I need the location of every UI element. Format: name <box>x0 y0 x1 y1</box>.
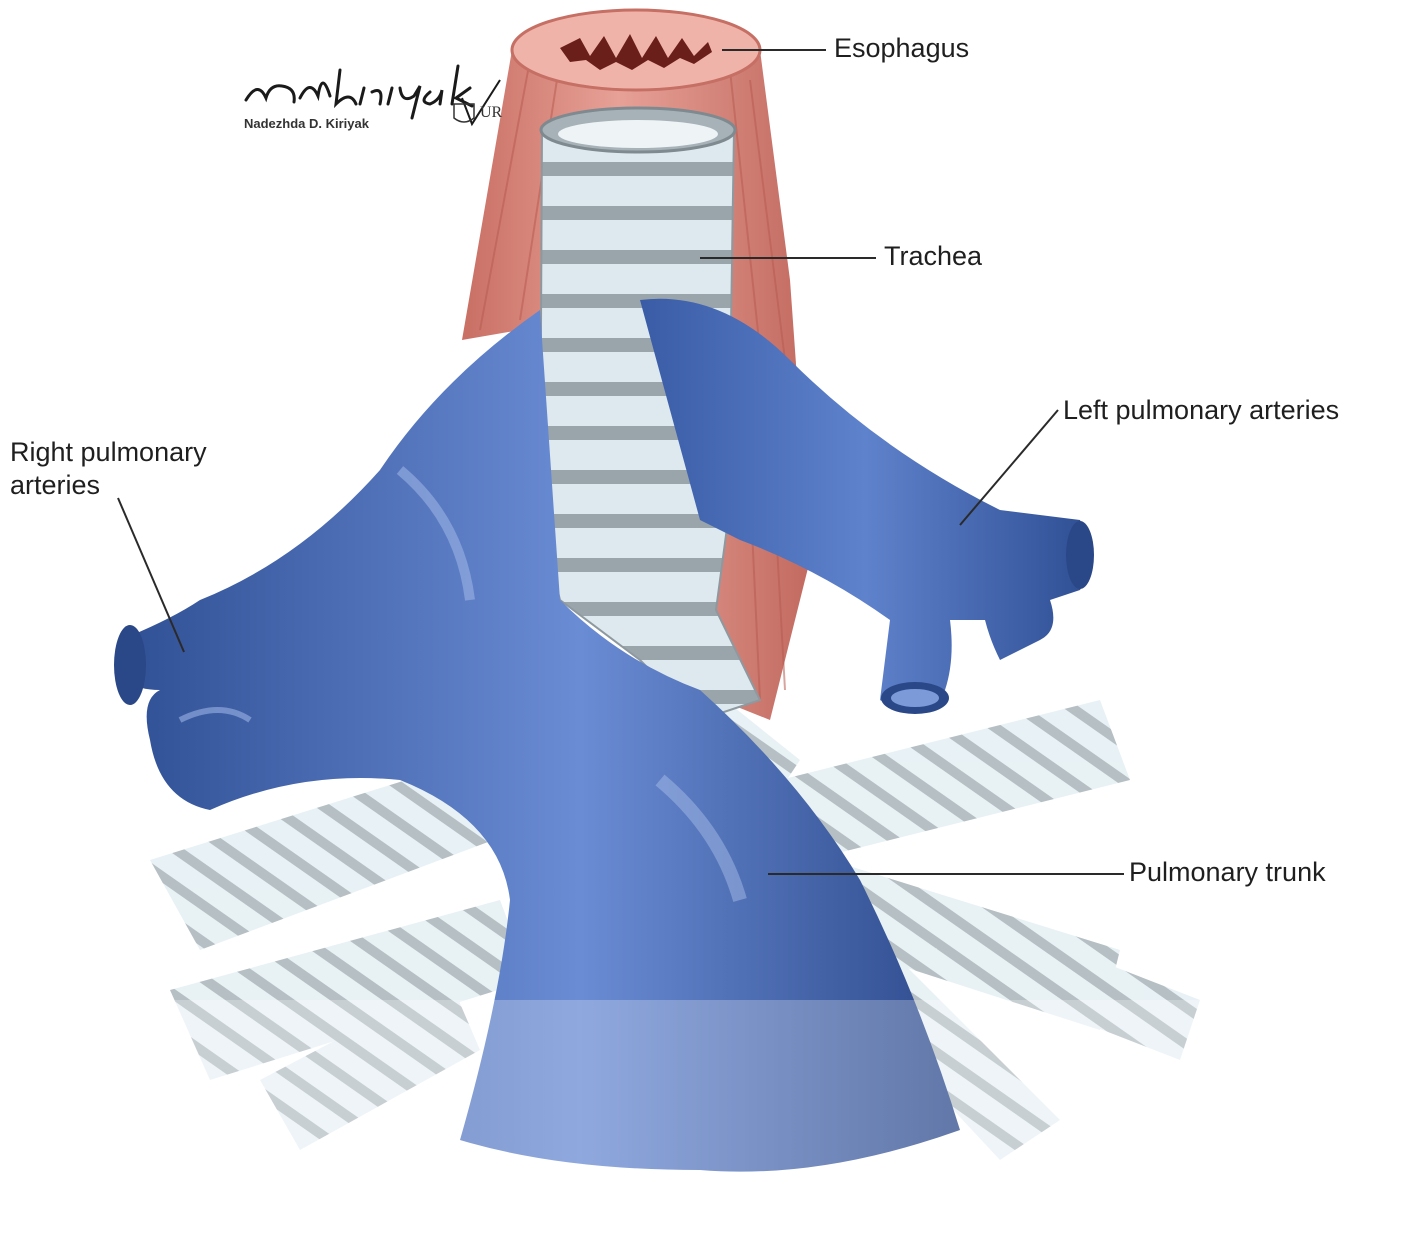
signature-seal: UR <box>480 104 502 122</box>
signature-name: Nadezhda D. Kiriyak <box>244 116 369 131</box>
leader-left <box>960 410 1058 525</box>
label-pulmonary-trunk: Pulmonary trunk <box>1129 856 1326 889</box>
label-left-pulmonary-arteries: Left pulmonary arteries <box>1063 394 1339 427</box>
label-trachea: Trachea <box>884 240 982 273</box>
label-esophagus: Esophagus <box>834 32 969 65</box>
label-right-pulmonary-arteries: Right pulmonary arteries <box>10 436 260 502</box>
